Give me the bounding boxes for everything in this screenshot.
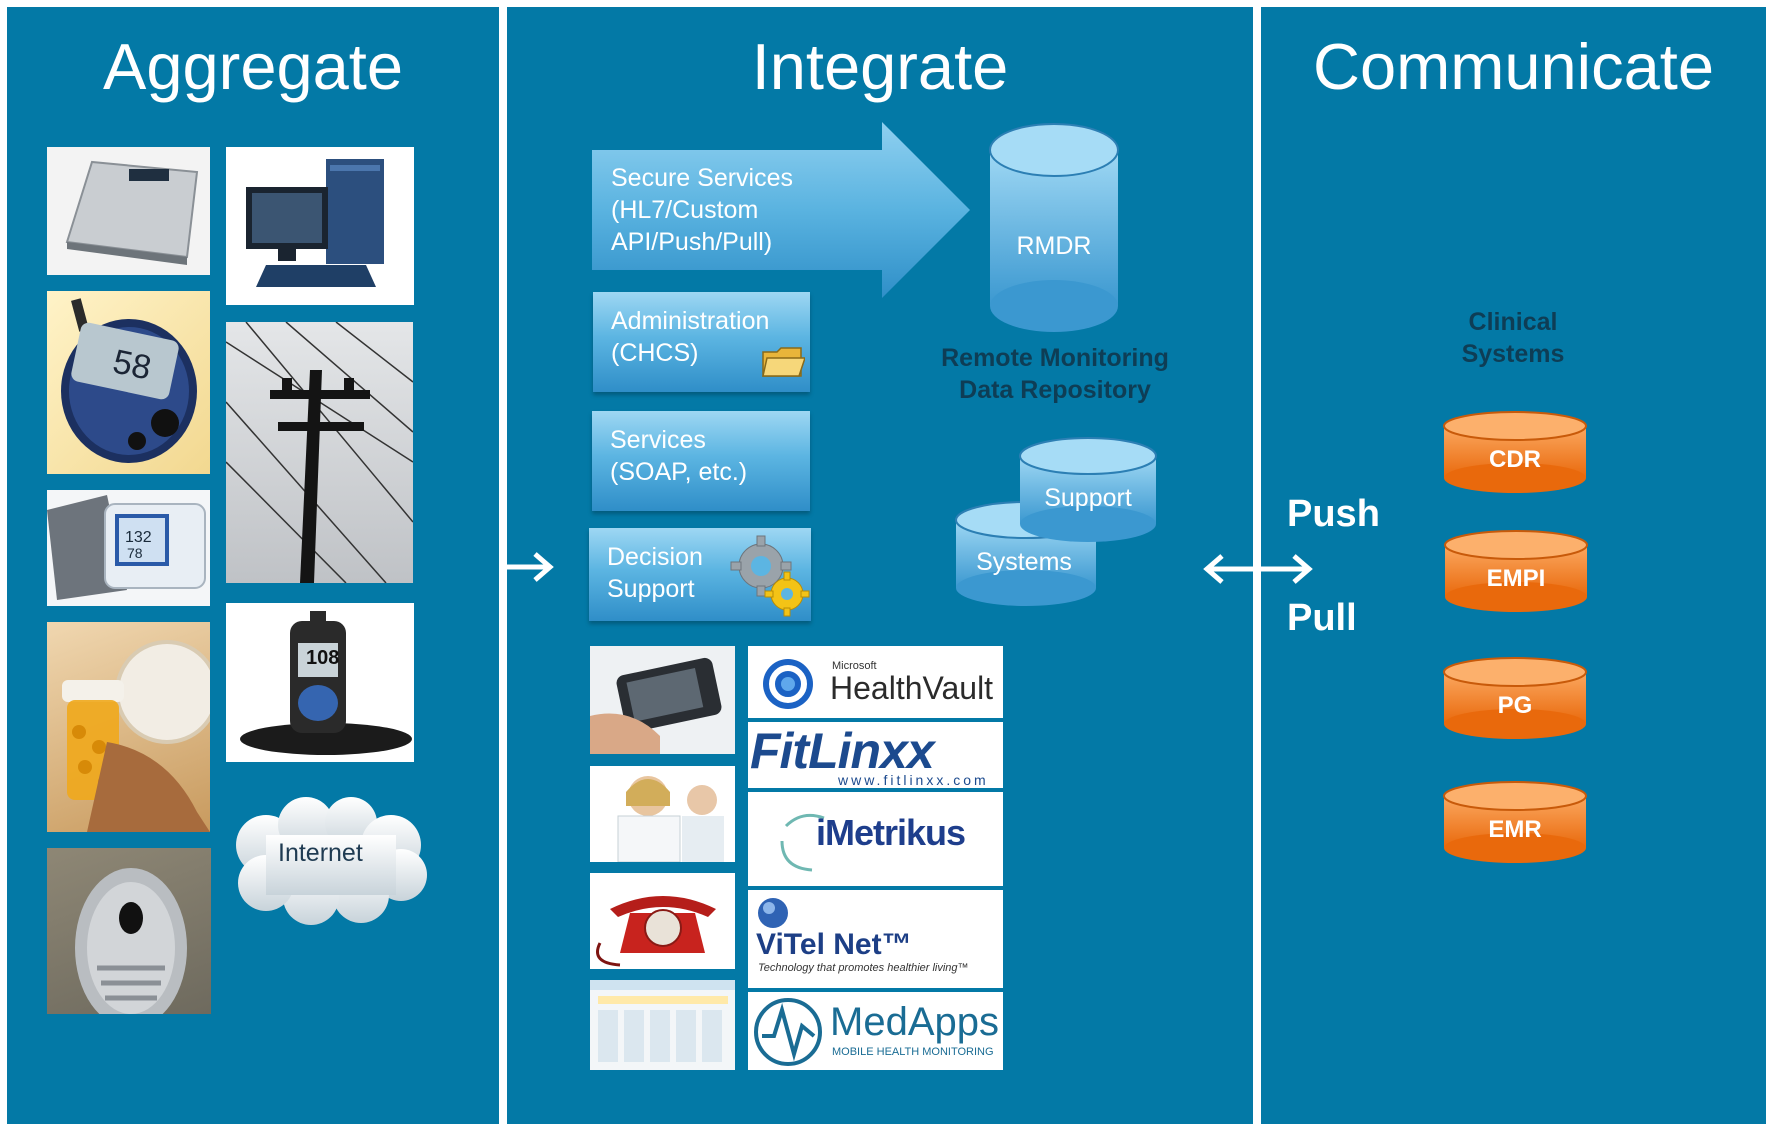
- cdr-cylinder: CDR: [1442, 410, 1588, 496]
- emr-label: EMR: [1488, 816, 1542, 843]
- doctors-image: [590, 766, 735, 862]
- power-pole-image: [226, 322, 413, 583]
- rmdr-label: RMDR: [1016, 232, 1092, 260]
- pg-label: PG: [1497, 692, 1533, 719]
- push-label: Push: [1287, 493, 1380, 535]
- shoe-sensor-image: [47, 848, 211, 1014]
- imetrikus-swoosh-icon: [780, 813, 825, 872]
- clinical-systems-line2: Systems: [1461, 340, 1565, 368]
- svg-text:78: 78: [127, 545, 143, 561]
- push-pull-arrow: [1203, 554, 1313, 584]
- decision-support-line2: Support: [607, 575, 695, 603]
- dashboard-screenshot-image: [590, 980, 735, 1070]
- decision-support-box: Decision Support: [589, 528, 811, 621]
- empi-cylinder: EMPI: [1443, 529, 1589, 615]
- aggregate-to-integrate-arrow: [507, 552, 554, 582]
- glucose-meter-image: 58: [47, 291, 210, 474]
- rmdr-cylinder: [989, 123, 1119, 332]
- medapps-icon: [754, 998, 822, 1066]
- support-label: Support: [1044, 484, 1132, 512]
- mobile-monitor-image: 108: [226, 603, 414, 762]
- fitlinxx-logo: FitLinxx www.fitlinxx.com: [748, 722, 1003, 788]
- imetrikus-text: iMetrikus: [816, 812, 966, 853]
- healthvault-text: HealthVault: [830, 670, 994, 706]
- empi-label: EMPI: [1486, 565, 1546, 592]
- medapps-tagline: MOBILE HEALTH MONITORING: [832, 1046, 994, 1058]
- systems-label: Systems: [976, 548, 1072, 576]
- services-soap-box: Services (SOAP, etc.): [592, 411, 810, 511]
- vitelnet-text: ViTel Net™: [756, 928, 912, 961]
- emr-cylinder: EMR: [1442, 780, 1588, 866]
- administration-line2: (CHCS): [611, 339, 699, 367]
- desktop-computer-image: [226, 147, 414, 305]
- healthvault-icon: [763, 659, 813, 709]
- fitlinxx-text: FitLinxx: [750, 723, 935, 779]
- pill-bottle-image: [47, 622, 210, 832]
- healthvault-logo: Microsoft HealthVault: [748, 646, 1003, 718]
- decision-support-line1: Decision: [607, 543, 703, 571]
- secure-services-line2: (HL7/Custom: [611, 196, 759, 224]
- administration-line1: Administration: [611, 307, 770, 335]
- vitelnet-orb-icon: [758, 898, 788, 928]
- folder-icon: [762, 347, 805, 377]
- aggregate-title: Aggregate: [103, 30, 403, 103]
- communicate-title: Communicate: [1313, 30, 1714, 103]
- svg-text:132: 132: [125, 529, 152, 546]
- secure-services-line3: API/Push/Pull): [611, 228, 773, 256]
- secure-services-arrow: [592, 122, 970, 298]
- internet-label: Internet: [278, 839, 363, 867]
- clinical-systems-label: Clinical Systems: [1413, 306, 1613, 370]
- rmdr-caption: Remote Monitoring Data Repository: [920, 342, 1190, 406]
- clinical-systems-line1: Clinical: [1468, 308, 1558, 336]
- integrate-title: Integrate: [751, 30, 1009, 103]
- blood-pressure-monitor-image: 132 78: [47, 490, 210, 606]
- secure-services-line1: Secure Services: [611, 164, 794, 192]
- scale-image: [47, 147, 210, 275]
- gears-icon: [730, 535, 810, 617]
- medapps-logo: MedApps MOBILE HEALTH MONITORING: [748, 992, 1003, 1070]
- rmdr-caption-line1: Remote Monitoring: [941, 344, 1169, 372]
- pull-label: Pull: [1287, 597, 1357, 639]
- telephone-image: [590, 873, 735, 969]
- administration-box: Administration (CHCS): [593, 292, 810, 392]
- secure-services-label: Secure Services (HL7/Custom API/Push/Pul…: [611, 162, 793, 258]
- healthvault-small-text: Microsoft: [832, 660, 877, 672]
- vitelnet-tagline: Technology that promotes healthier livin…: [758, 962, 969, 974]
- fitlinxx-url: www.fitlinxx.com: [838, 772, 989, 788]
- vitelnet-logo: ViTel Net™ Technology that promotes heal…: [748, 890, 1003, 988]
- rmdr-caption-line2: Data Repository: [959, 376, 1151, 404]
- internet-cloud: Internet: [226, 795, 431, 925]
- pg-cylinder: PG: [1442, 656, 1588, 742]
- support-cylinder: [1019, 437, 1157, 542]
- medapps-text: MedApps: [830, 1000, 999, 1044]
- smartphone-image: [590, 646, 735, 754]
- glucose-reading: 58: [109, 342, 155, 388]
- imetrikus-logo: iMetrikus: [748, 792, 1003, 886]
- services-soap-line2: (SOAP, etc.): [610, 458, 748, 486]
- cdr-label: CDR: [1489, 446, 1541, 473]
- mobile-reading: 108: [306, 647, 340, 669]
- services-soap-line1: Services: [610, 426, 706, 454]
